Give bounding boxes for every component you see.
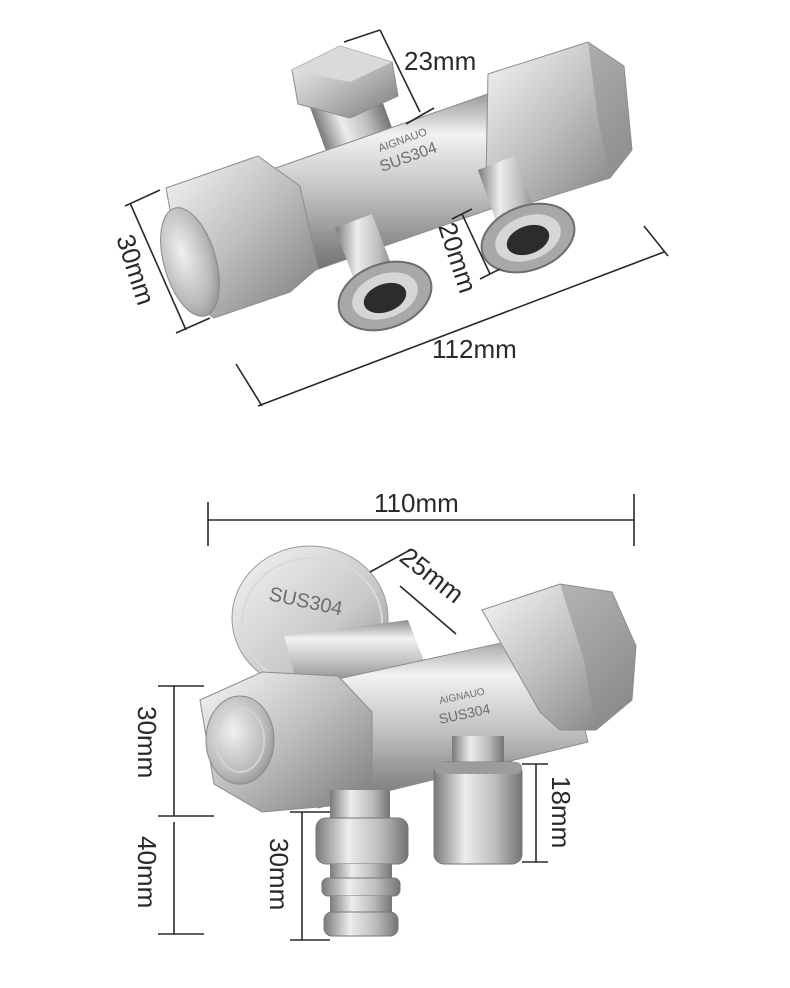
- bottom-valve-illustration: SUS304 AIGNAUO SUS304: [199, 545, 637, 937]
- bottom-dimension-lines: [158, 494, 635, 941]
- top-outlet-left: [335, 214, 433, 332]
- dim-total-length: 112mm: [432, 334, 517, 364]
- dim-hose-nozzle: 30mm: [264, 838, 294, 910]
- top-dimension-lines: [124, 29, 669, 407]
- top-inlet-nut: [291, 45, 399, 168]
- dim-flange-offset: 25mm: [394, 541, 469, 609]
- top-valve-illustration: AIGNAUO SUS304: [160, 41, 633, 332]
- dim-outlet-length: 18mm: [546, 776, 576, 848]
- dim-body-diameter-top: 30mm: [110, 231, 161, 309]
- straight-outlet: [433, 736, 523, 865]
- top-main-body: [160, 41, 633, 319]
- dim-outlet-spacing: 20mm: [432, 219, 483, 297]
- bottom-main-body: AIGNAUO SUS304: [199, 583, 637, 813]
- dim-spout-drop: 40mm: [132, 836, 162, 908]
- hose-nozzle-spout: [315, 790, 409, 937]
- dim-body-height: 30mm: [132, 706, 162, 778]
- top-outlet-right: [478, 156, 576, 274]
- dim-total-width: 110mm: [374, 488, 459, 518]
- dim-outlet-nut: 23mm: [404, 46, 476, 76]
